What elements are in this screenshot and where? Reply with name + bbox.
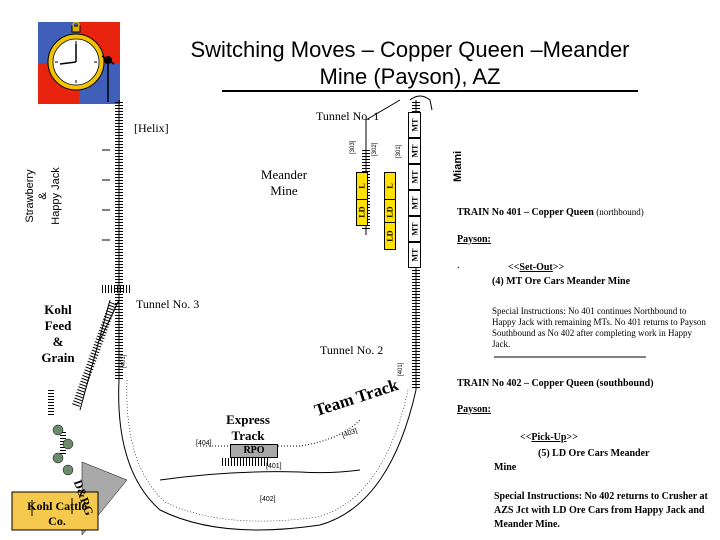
mt-car: MT xyxy=(408,190,421,216)
strawberry-happy-jack-label: Strawberry & Happy Jack xyxy=(24,167,62,225)
tunnel-1-label: Tunnel No. 1 xyxy=(316,109,380,123)
mt-car: MT xyxy=(408,164,421,190)
train-402-pickup-detail-2: Mine xyxy=(494,462,517,473)
track-tag-302: [302] xyxy=(372,142,378,156)
train-401-header: TRAIN No 401 – Copper Queen (northbound) xyxy=(457,207,644,218)
title-line-2: Mine (Payson), AZ xyxy=(319,64,501,89)
track-tag-402: [402] xyxy=(260,496,276,503)
train-401-instructions: Special Instructions: No 401 continues N… xyxy=(492,306,706,349)
l-car: L xyxy=(356,172,368,200)
l-car: L xyxy=(384,172,396,200)
title-line-1: Switching Moves – Copper Queen –Meander xyxy=(190,37,630,62)
crossing-signal-icon xyxy=(101,55,115,102)
track-tag-401: [401] xyxy=(266,463,282,470)
train-402-pickup: <<Pick-Up>> xyxy=(520,432,578,443)
train-402-header: TRAIN No 402 – Copper Queen (southbound) xyxy=(457,378,654,389)
train-401-setout: <<Set-Out>> xyxy=(508,262,565,273)
mt-car: MT xyxy=(408,138,421,164)
track-tag-404: [404] xyxy=(196,440,212,447)
pocket-watch-icon xyxy=(47,22,105,91)
express-track xyxy=(220,458,270,466)
mainline-left-ticks xyxy=(102,149,110,241)
mt-car: MT xyxy=(408,216,421,242)
mt-car: MT xyxy=(408,112,421,138)
helix-label: [Helix] xyxy=(134,121,169,135)
left-stub-tracks xyxy=(48,388,66,454)
train-402-place: Payson: xyxy=(457,404,491,415)
express-track-label: Express Track xyxy=(226,412,270,443)
mainline-left xyxy=(115,100,123,380)
meander-mine-label: Meander Mine xyxy=(260,167,308,198)
track-tag-303: [303] xyxy=(350,140,356,154)
lower-loop xyxy=(118,379,417,531)
title-underline xyxy=(222,90,638,92)
tunnel3-track xyxy=(100,285,130,293)
ld-car: LD xyxy=(356,198,368,226)
rpo-car: RPO xyxy=(230,444,278,458)
train-401-bullet: . xyxy=(457,260,460,271)
logo-panel xyxy=(38,22,120,104)
kohl-feed-siding xyxy=(71,299,120,411)
page-title: Switching Moves – Copper Queen –Meander … xyxy=(150,36,670,90)
train-402-pickup-detail: (5) LD Ore Cars Meander xyxy=(538,448,650,459)
ld-car: LD xyxy=(384,222,396,250)
grain-silo-icon xyxy=(52,424,74,476)
mt-car: MT xyxy=(408,242,421,268)
track-tag-301: [301] xyxy=(396,144,402,158)
track-tag-401: [401] xyxy=(398,362,404,376)
miami-label: Miami xyxy=(452,150,464,182)
train-401-place: Payson: xyxy=(457,234,491,245)
tunnel-2-label: Tunnel No. 2 xyxy=(320,343,384,357)
tunnel-3-label: Tunnel No. 3 xyxy=(136,297,200,311)
train-402-instructions: Special Instructions: No 402 returns to … xyxy=(494,491,708,530)
cattle-pen-icon xyxy=(11,491,99,531)
track-tag-401: [401] xyxy=(121,354,127,368)
kohl-cattle-label: Kohl Cattle Co. xyxy=(27,499,87,528)
train-401-setout-detail: (4) MT Ore Cars Meander Mine xyxy=(492,276,631,287)
kohl-feed-grain-label: Kohl Feed & Grain xyxy=(41,302,75,365)
